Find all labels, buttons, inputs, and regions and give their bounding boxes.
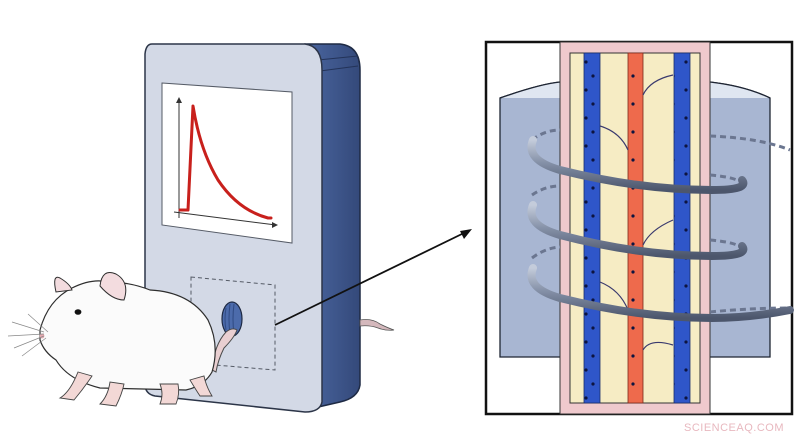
mouse (7, 272, 238, 407)
coil-loop-3 (527, 264, 794, 323)
device-screen (161, 82, 293, 244)
zoom-arrow (274, 229, 472, 326)
watermark: SCIENCEAQ.COM (683, 422, 784, 434)
mouse-tail-end (359, 319, 395, 331)
tail-cross-section-inset (484, 40, 794, 416)
coil-loop-2 (527, 201, 748, 261)
coil-loop-1 (527, 136, 748, 195)
signal-curve (178, 104, 273, 220)
